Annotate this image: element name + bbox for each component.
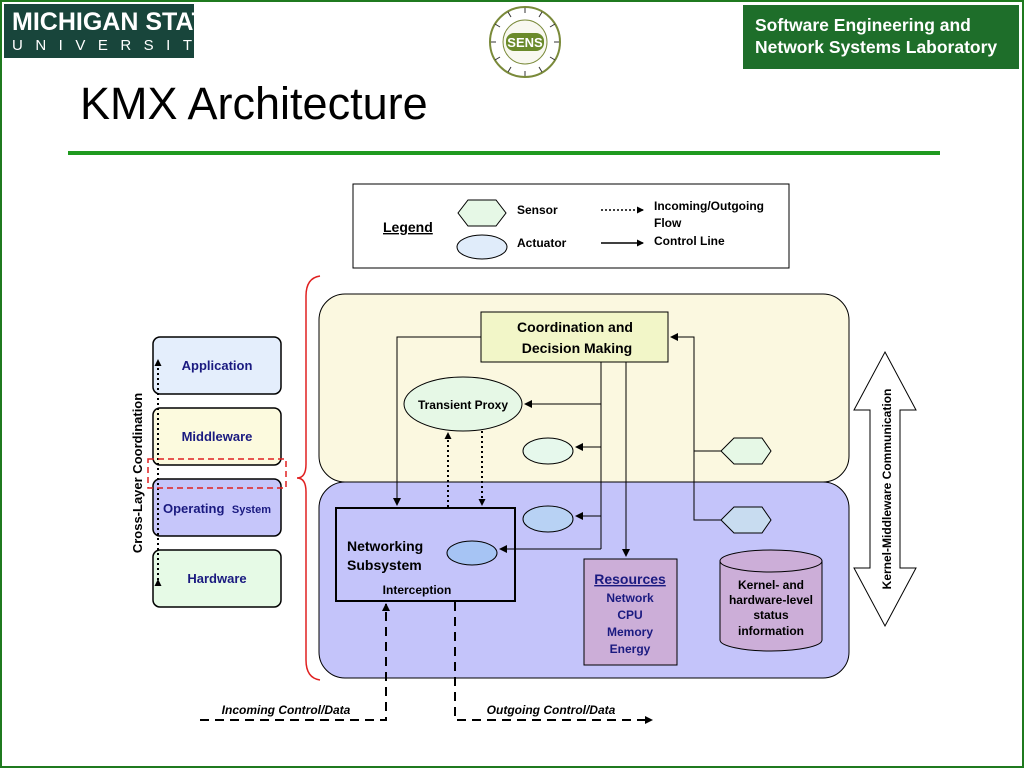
layer-hardware-label: Hardware: [187, 571, 246, 586]
layer-middleware-label: Middleware: [182, 429, 253, 444]
coordination-box: [480, 311, 669, 363]
kernel-status-line: status: [753, 608, 789, 622]
transient-proxy-ellipse: [403, 376, 523, 432]
layer-application-label: Application: [182, 358, 253, 373]
resources-title: Resources: [594, 571, 666, 587]
interception-label: Interception: [383, 583, 452, 597]
control-lines: [393, 333, 721, 557]
legend-actuator-ellipse: [456, 234, 508, 260]
resources-item: Energy: [610, 642, 651, 656]
kernel-middleware-double-arrow: [853, 350, 917, 628]
msu-logo-line1: MICHIGAN STATE: [12, 8, 224, 36]
incoming-label: Incoming Control/Data: [222, 703, 351, 717]
layer-middleware: [152, 407, 282, 466]
legend-title: Legend: [383, 219, 433, 235]
networking-actuator-ellipse: [446, 540, 498, 566]
resources-item: Memory: [607, 625, 653, 639]
sens-banner-line1: Software Engineering and: [755, 15, 971, 35]
upper-actuator-ellipse: [522, 437, 574, 465]
networking-label-1: Networking: [347, 538, 423, 554]
cross-layer-dashed-box: [147, 458, 287, 489]
sens-banner-line2: Network Systems Laboratory: [755, 37, 998, 57]
kernel-status-line: information: [738, 624, 804, 638]
transient-proxy-label: Transient Proxy: [418, 398, 508, 412]
layer-hardware: [152, 549, 282, 608]
legend-flow-label-1: Incoming/Outgoing: [654, 199, 764, 213]
legend-sensor-hexagon: [457, 199, 507, 227]
legend-flow-label-2: Flow: [654, 216, 682, 230]
msu-logo: MICHIGAN STATE UNIVERSITY: [4, 4, 224, 58]
outgoing-label: Outgoing Control/Data: [487, 703, 616, 717]
sens-seal-logo: SENS: [489, 6, 561, 78]
control-line-coord-to-networking: [393, 336, 481, 506]
kernel-status-cylinder: Kernel- and hardware-level status inform…: [719, 549, 823, 652]
legend-actuator-label: Actuator: [517, 236, 567, 250]
layer-os-small: System: [232, 504, 271, 516]
layer-operating-system-label: Operating System: [163, 500, 271, 517]
coordination-label-2: Decision Making: [522, 340, 632, 356]
sens-seal-monogram: SENS: [507, 35, 543, 50]
control-line-sensors-to-coord: [670, 333, 721, 521]
resources-item: Network: [606, 591, 654, 605]
layer-operating-system: [152, 478, 282, 537]
resources-item: CPU: [617, 608, 642, 622]
cross-layer-label: Cross-Layer Coordination: [130, 393, 145, 553]
resources-box: [583, 558, 678, 666]
legend-sensor-label: Sensor: [517, 203, 558, 217]
msu-logo-line2: UNIVERSITY: [12, 37, 228, 54]
layer-os-main: Operating: [163, 501, 224, 516]
slide-title: KMX Architecture: [80, 78, 428, 129]
legend-control-label: Control Line: [654, 234, 725, 248]
title-underline: [68, 151, 940, 155]
lower-actuator-ellipse: [522, 505, 574, 533]
red-brace: [296, 275, 321, 681]
coordination-label-1: Coordination and: [517, 319, 633, 335]
networking-label-2: Subsystem: [347, 557, 422, 573]
legend-box: Legend Sensor Actuator Incoming/Outgoing…: [352, 183, 790, 269]
layer-application: [152, 336, 282, 395]
kernel-status-line: Kernel- and: [738, 578, 804, 592]
kernel-middleware-label: Kernel-Middleware Communication: [880, 389, 894, 590]
sens-lab-banner: Software Engineering and Network Systems…: [743, 5, 1019, 69]
kernel-status-line: hardware-level: [729, 593, 813, 607]
incoming-control-data-line: [200, 603, 390, 721]
